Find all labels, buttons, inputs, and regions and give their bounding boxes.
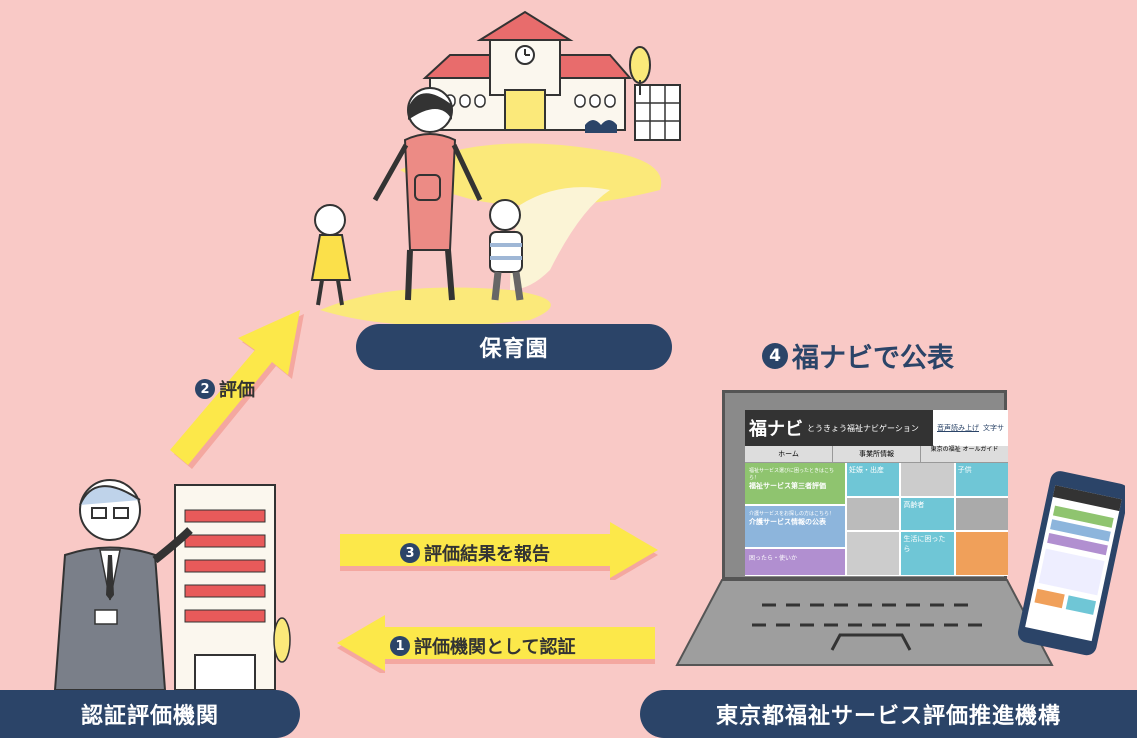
text-size-label[interactable]: 文字サ [983,424,1004,432]
caregiver-illustration [372,87,483,301]
organization-label: 東京都福祉サービス評価推進機構 [640,690,1137,738]
laptop: 福ナビ とうきょう福祉ナビゲーション 音声読み上げ 文字サ ホーム 事業所情報 … [672,390,1062,672]
banner-care-info[interactable]: 介護サービスをお探しの方はこちら！ 介護サービス情報の公表 [745,506,845,548]
laptop-keyboard-icon [675,579,1054,666]
nav-all-guide[interactable]: 東京の福祉 オールガイド [920,446,1008,462]
welfare-navi-site: 福ナビ とうきょう福祉ナビゲーション 音声読み上げ 文字サ ホーム 事業所情報 … [745,410,1008,576]
smartphone-icon [1017,471,1125,656]
banner-small[interactable]: 困ったら・使いか [745,549,845,575]
arrow-evaluate [170,310,304,469]
tile-living[interactable]: 生活に困ったら [901,532,954,575]
evaluator-label: 認証評価機関 [0,690,300,738]
nursery-building-icon [422,10,681,141]
tile-children[interactable]: 子供 [955,463,1008,496]
site-tagline: とうきょう福祉ナビゲーション [807,423,919,433]
child-illustration [310,199,524,306]
laptop-screen: 福ナビ とうきょう福祉ナビゲーション 音声読み上げ 文字サ ホーム 事業所情報 … [722,390,1008,580]
nursery-illustration [310,10,681,326]
tile-pregnancy[interactable]: 妊娠・出産 [847,463,900,496]
office-building-icon [174,484,291,690]
site-logo[interactable]: 福ナビ [749,419,803,440]
nursery-label: 保育園 [356,324,672,370]
evaluator-person-illustration [53,479,193,690]
nav-home[interactable]: ホーム [778,450,799,458]
read-aloud-link[interactable]: 音声読み上げ [937,424,979,432]
arrow-certify [337,615,655,673]
banner-third-party-eval[interactable]: 福祉サービス選びに困ったときはこちら！ 福祉サービス第三者評価 [745,463,845,505]
tile-elderly[interactable]: 高齢者 [901,497,954,531]
evaluator-illustration [53,479,291,690]
nav-facility-info[interactable]: 事業所情報 [832,446,920,462]
arrow-report [340,522,658,580]
